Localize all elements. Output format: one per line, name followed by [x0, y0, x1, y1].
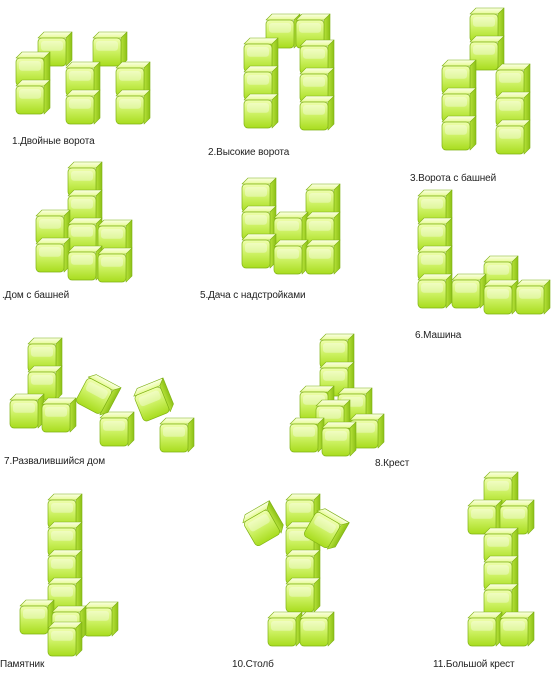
cube	[75, 372, 121, 418]
figure-caption-3: 3.Ворота с башней	[410, 173, 496, 184]
cube	[484, 280, 518, 314]
figure-caption-4: .Дом с башней	[2, 290, 69, 301]
figure-caption-5: 5.Дача с надстройками	[200, 290, 306, 301]
figure-caption-11: 11.Большой крест	[433, 659, 515, 670]
cube	[66, 90, 100, 124]
cube	[36, 238, 70, 272]
figure-10-pillar	[240, 494, 349, 646]
cube	[516, 280, 550, 314]
cube	[290, 418, 324, 452]
cube	[20, 600, 54, 634]
figure-4-house-with-tower	[36, 162, 132, 282]
cube	[100, 412, 134, 446]
cube	[242, 234, 276, 268]
figure-1-double-gates	[16, 32, 150, 124]
cube	[16, 80, 50, 114]
figure-caption-10: 10.Столб	[232, 659, 274, 670]
cube	[418, 274, 452, 308]
cube	[268, 612, 302, 646]
figure-9-monument	[20, 494, 118, 656]
cube	[300, 612, 334, 646]
cube	[240, 501, 286, 547]
cube	[116, 90, 150, 124]
cube	[48, 622, 82, 656]
cube	[452, 274, 486, 308]
figure-caption-7: 7.Развалившийся дом	[4, 456, 105, 467]
cube	[244, 94, 278, 128]
cube	[496, 120, 530, 154]
figure-11-big-cross	[468, 472, 534, 646]
figure-caption-9: Памятник	[0, 659, 44, 670]
figure-caption-8: 8.Крест	[375, 458, 409, 469]
cube	[468, 612, 502, 646]
cube	[500, 612, 534, 646]
cube	[442, 116, 476, 150]
figure-8-cross	[290, 334, 384, 456]
figure-7-collapsed-house	[10, 338, 194, 452]
cube	[98, 248, 132, 282]
cube	[306, 240, 340, 274]
figure-caption-2: 2.Высокие ворота	[208, 147, 289, 158]
cube	[93, 32, 127, 66]
cube	[286, 578, 320, 612]
cube	[42, 398, 76, 432]
figure-5-dacha	[242, 178, 340, 274]
cube	[84, 602, 118, 636]
figure-caption-6: 6.Машина	[415, 330, 461, 341]
cube	[132, 378, 176, 422]
figure-3-gates-with-tower	[442, 8, 530, 154]
cube	[274, 240, 308, 274]
cube	[160, 418, 194, 452]
cube	[322, 422, 356, 456]
figure-6-car	[418, 190, 550, 314]
cube	[10, 394, 44, 428]
cube	[68, 246, 102, 280]
cube	[300, 96, 334, 130]
figure-caption-1: 1.Двойные ворота	[12, 136, 95, 147]
figure-2-high-gates	[244, 14, 334, 130]
